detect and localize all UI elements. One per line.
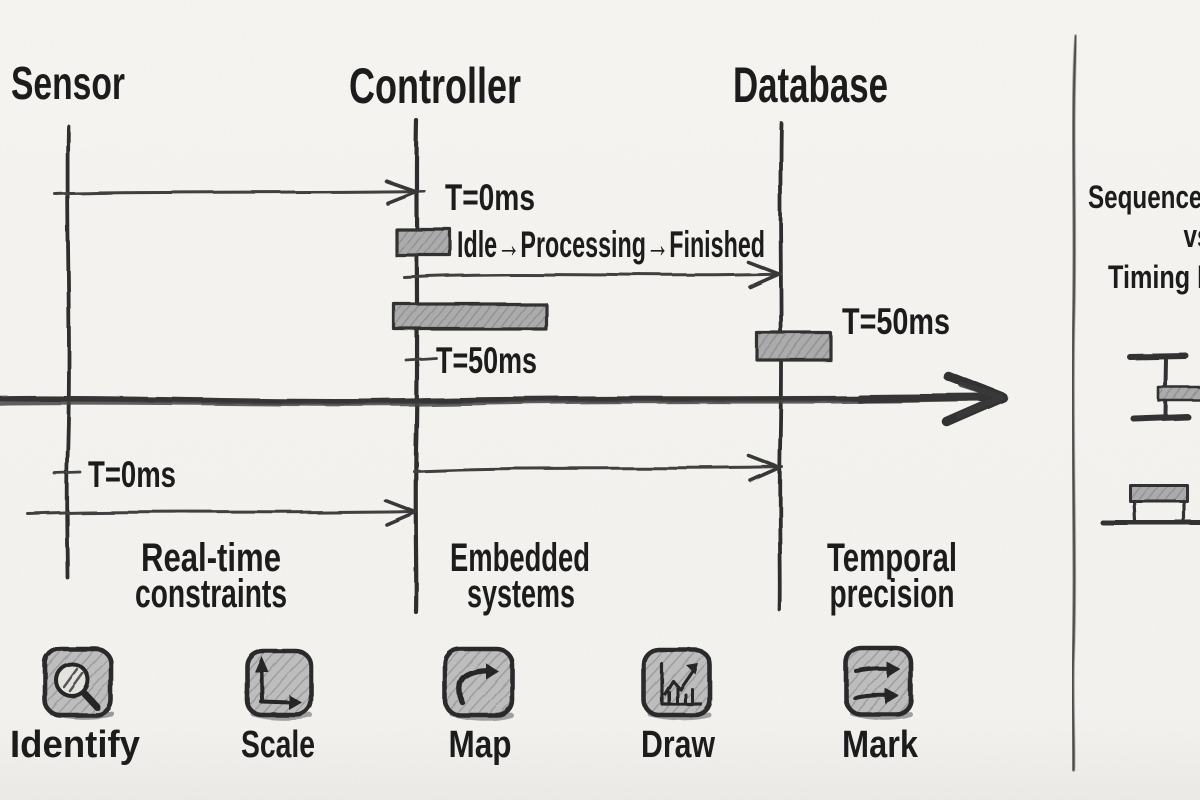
svg-text:T=50ms: T=50ms bbox=[842, 301, 950, 342]
svg-text:T=0ms: T=0ms bbox=[88, 454, 176, 495]
svg-text:Sequence Diagram: Sequence Diagram bbox=[1088, 179, 1200, 215]
svg-text:T=50ms: T=50ms bbox=[436, 340, 537, 381]
svg-text:T=0ms: T=0ms bbox=[445, 177, 535, 218]
svg-text:Real-time: Real-time bbox=[141, 536, 281, 580]
svg-text:Mark: Mark bbox=[842, 724, 919, 766]
svg-text:Draw: Draw bbox=[641, 724, 715, 766]
svg-text:Identify: Identify bbox=[10, 724, 140, 766]
svg-text:Timing Diagram: Timing Diagram bbox=[1108, 259, 1200, 295]
svg-text:systems: systems bbox=[467, 572, 575, 616]
svg-text:constraints: constraints bbox=[135, 572, 287, 616]
svg-text:Idle→Processing→Finished: Idle→Processing→Finished bbox=[457, 224, 765, 265]
svg-text:Temporal: Temporal bbox=[827, 536, 957, 580]
svg-text:Embedded: Embedded bbox=[450, 536, 590, 580]
svg-text:Sensor: Sensor bbox=[11, 57, 125, 109]
svg-text:vs: vs bbox=[1184, 218, 1200, 254]
svg-text:precision: precision bbox=[830, 572, 955, 616]
svg-text:Scale: Scale bbox=[241, 724, 315, 766]
svg-text:Controller: Controller bbox=[349, 58, 521, 114]
svg-text:Database: Database bbox=[733, 57, 888, 113]
svg-text:Map: Map bbox=[449, 724, 512, 766]
